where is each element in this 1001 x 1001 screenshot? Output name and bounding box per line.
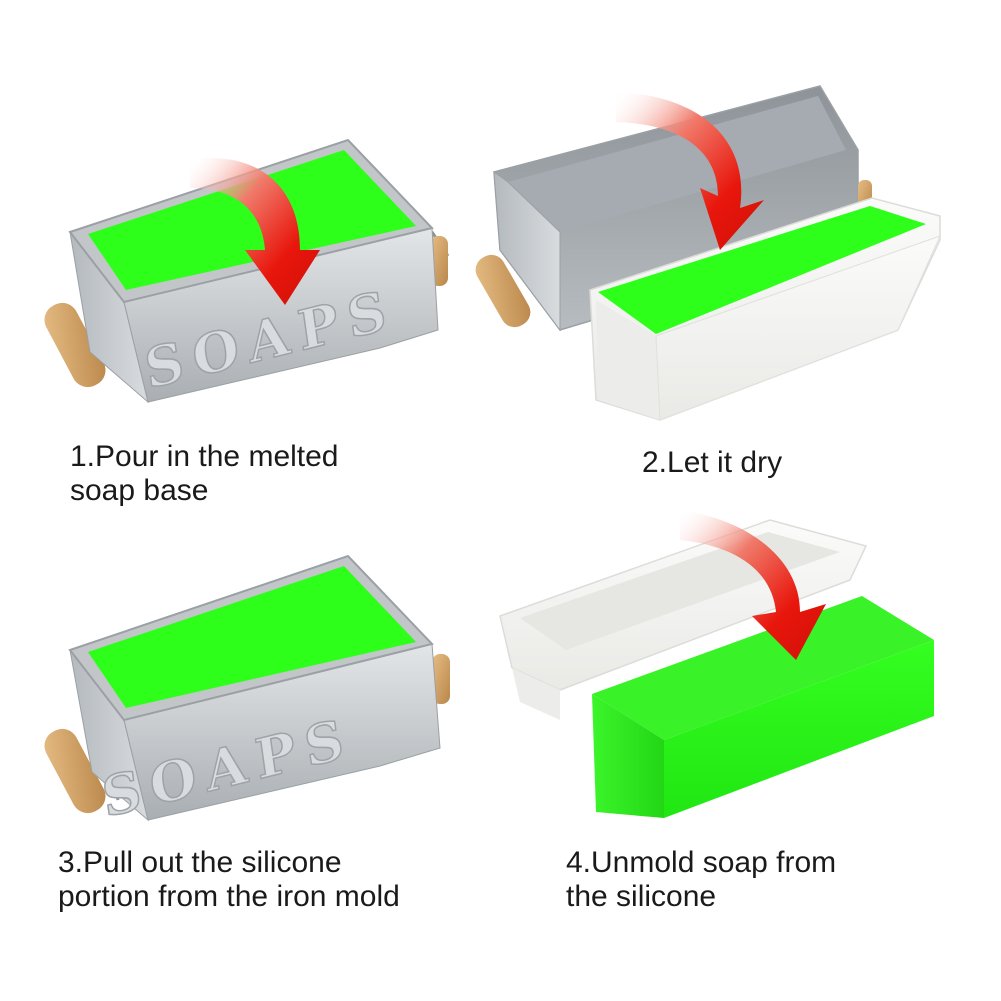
caption-line: the silicone bbox=[566, 880, 717, 913]
down-arrow-icon bbox=[616, 92, 764, 250]
caption-line: 1.Pour in the melted bbox=[70, 440, 339, 473]
step-4-silicone-and-soap bbox=[499, 510, 934, 818]
caption-line: 3.Pull out the silicone bbox=[58, 846, 342, 879]
step-4-caption: 4.Unmold soap from the silicone bbox=[566, 846, 836, 914]
down-arrow-icon bbox=[190, 158, 320, 305]
wood-handle bbox=[432, 654, 450, 704]
caption-line: portion from the iron mold bbox=[58, 880, 400, 913]
caption-line: 2.Let it dry bbox=[642, 446, 783, 479]
step-1-tin-mold: SOAPS bbox=[44, 138, 450, 404]
step-3-tin-mold: SOAPS bbox=[44, 554, 450, 831]
wood-handle bbox=[475, 254, 531, 328]
down-arrow-icon bbox=[680, 510, 826, 660]
caption-line: soap base bbox=[70, 474, 209, 507]
caption-line: 4.Unmold soap from bbox=[566, 846, 837, 879]
step-1-caption: 1.Pour in the melted soap base bbox=[70, 440, 339, 508]
step-3-caption: 3.Pull out the silicone portion from the… bbox=[58, 846, 400, 914]
step-2-caption: 2.Let it dry bbox=[642, 446, 782, 480]
step-2-tin-and-silicone bbox=[475, 85, 941, 421]
